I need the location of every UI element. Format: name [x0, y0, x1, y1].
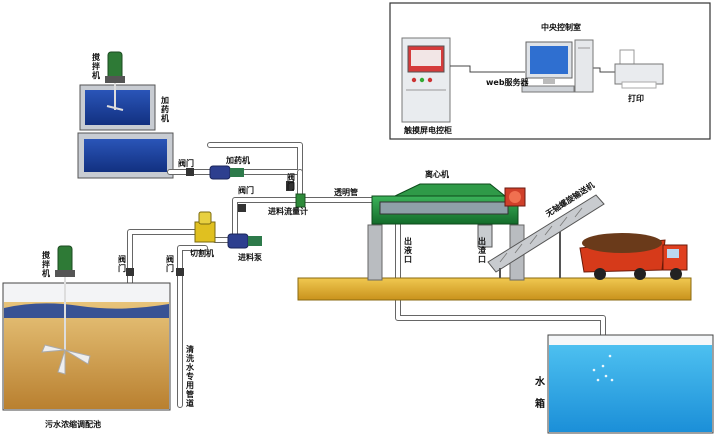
liquid-outlet-label-1: 出: [404, 236, 412, 246]
dosing-tank-label-1: 加: [160, 95, 169, 105]
dosing-mixer-label-1: 搅: [92, 52, 100, 62]
touchscreen-cabinet-icon: [401, 37, 451, 123]
liquid-outlet-label-3: 口: [404, 255, 412, 264]
clean-pipe-label-5: 用: [185, 381, 194, 390]
sludge-valve1-icon: [126, 268, 134, 276]
dosing-mixer-label-3: 机: [92, 70, 100, 80]
dosing-mixer-icon: [105, 51, 125, 111]
dosing-tank-label-3: 机: [161, 113, 169, 123]
conveyor-icon: [487, 194, 605, 278]
sludge-valve2-label-1: 阀: [166, 254, 174, 264]
dosing-tank-label: 加 药 机: [160, 95, 172, 123]
feed-valve-top-label-2: 门: [287, 181, 295, 191]
cutter-label: 切割机: [190, 248, 214, 258]
cutter-icon: [194, 211, 216, 243]
flowmeter-label: 进料流量计: [268, 206, 308, 216]
control-room-title: 中央控制室: [541, 22, 581, 32]
sludge-tank: [2, 245, 171, 411]
printer-icon: [614, 49, 664, 89]
water-tank-label-2: 箱: [535, 397, 545, 410]
server-label: web服务器: [486, 77, 530, 87]
water-tank-label: 水 箱: [534, 375, 548, 410]
solid-outlet-label-2: 渣: [478, 245, 487, 255]
printer-label: 打印: [628, 93, 644, 103]
solid-outlet-label-1: 出: [478, 236, 486, 246]
feed-pump-label: 进料泵: [238, 252, 262, 262]
sludge-mixer-icon: [41, 245, 91, 375]
dosing-pump-icon: [209, 165, 244, 180]
sludge-valve2-label: 阀 门: [166, 254, 177, 273]
liquid-outlet-label: 出 液 口: [404, 236, 415, 264]
water-tank: [547, 334, 714, 434]
sludge-valve1-label-1: 阀: [118, 254, 126, 264]
control-room-panel: 中央控制室 触摸屏电控柜 web服务器 打印: [389, 2, 711, 140]
cabinet-label: 触摸屏电控柜: [404, 125, 452, 135]
dosing-mixer-label-2: 拌: [92, 61, 100, 71]
solid-outlet-label-3: 口: [478, 255, 486, 264]
clean-pipe-label-3: 水: [185, 362, 195, 372]
clean-pipe-label-4: 专: [186, 371, 194, 381]
solid-outlet-chute: [477, 224, 493, 248]
clean-pipe-label-7: 道: [186, 398, 194, 408]
liquid-outlet-label-2: 液: [404, 245, 412, 255]
feed-pump-icon: [227, 233, 262, 249]
sludge-mixer-label: 搅 拌 机: [42, 250, 53, 278]
clear-pipe-label: 透明管: [334, 187, 358, 197]
ground-platform: [297, 277, 692, 301]
dosing-mixer-label: 搅 拌 机: [92, 52, 103, 80]
flowmeter-icon: [295, 193, 306, 208]
centrifuge-icon: [367, 183, 526, 281]
dosing-unit: 搅 拌 机 加 药 机: [77, 51, 174, 179]
sludge-mixer-label-1: 搅: [42, 250, 50, 260]
sludge-valve1-label-2: 门: [118, 263, 126, 273]
water-tank-label-1: 水: [534, 375, 546, 388]
sludge-tank-label: 污水浓缩调配池: [45, 419, 101, 429]
solid-outlet-label: 出 渣 口: [478, 236, 489, 264]
sludge-valve2-label-2: 门: [166, 263, 174, 273]
server-computer-icon: [521, 39, 594, 93]
clean-pipe-label-6: 管: [186, 389, 194, 399]
feed-valve-pump-label: 阀门: [238, 185, 254, 195]
feed-valve-pump-icon: [238, 204, 246, 212]
feed-valve-top-label: 阀 门: [287, 172, 298, 191]
sludge-mixer-label-3: 机: [42, 268, 50, 278]
dosing-valve-label: 阀门: [178, 158, 194, 168]
clean-pipe-label: 清 洗 水 专 用 管 道: [185, 344, 197, 408]
feed-valve-top-label-1: 阀: [287, 172, 295, 182]
dosing-valve-icon: [186, 168, 194, 176]
clean-pipe-label-1: 清: [186, 344, 194, 354]
clean-pipe-label-2: 洗: [186, 353, 194, 363]
dump-truck-icon: [579, 233, 688, 280]
feed-valve-top-icon: [286, 181, 294, 191]
sludge-valve2-icon: [176, 268, 184, 276]
sludge-valve1-label: 阀 门: [118, 254, 129, 273]
pipe-network: [127, 142, 606, 408]
sludge-mixer-label-2: 拌: [42, 259, 50, 269]
dosing-pump-label: 加药机: [225, 155, 250, 165]
centrifuge-label: 离心机: [425, 169, 449, 179]
dosing-tank-label-2: 药: [161, 104, 169, 114]
